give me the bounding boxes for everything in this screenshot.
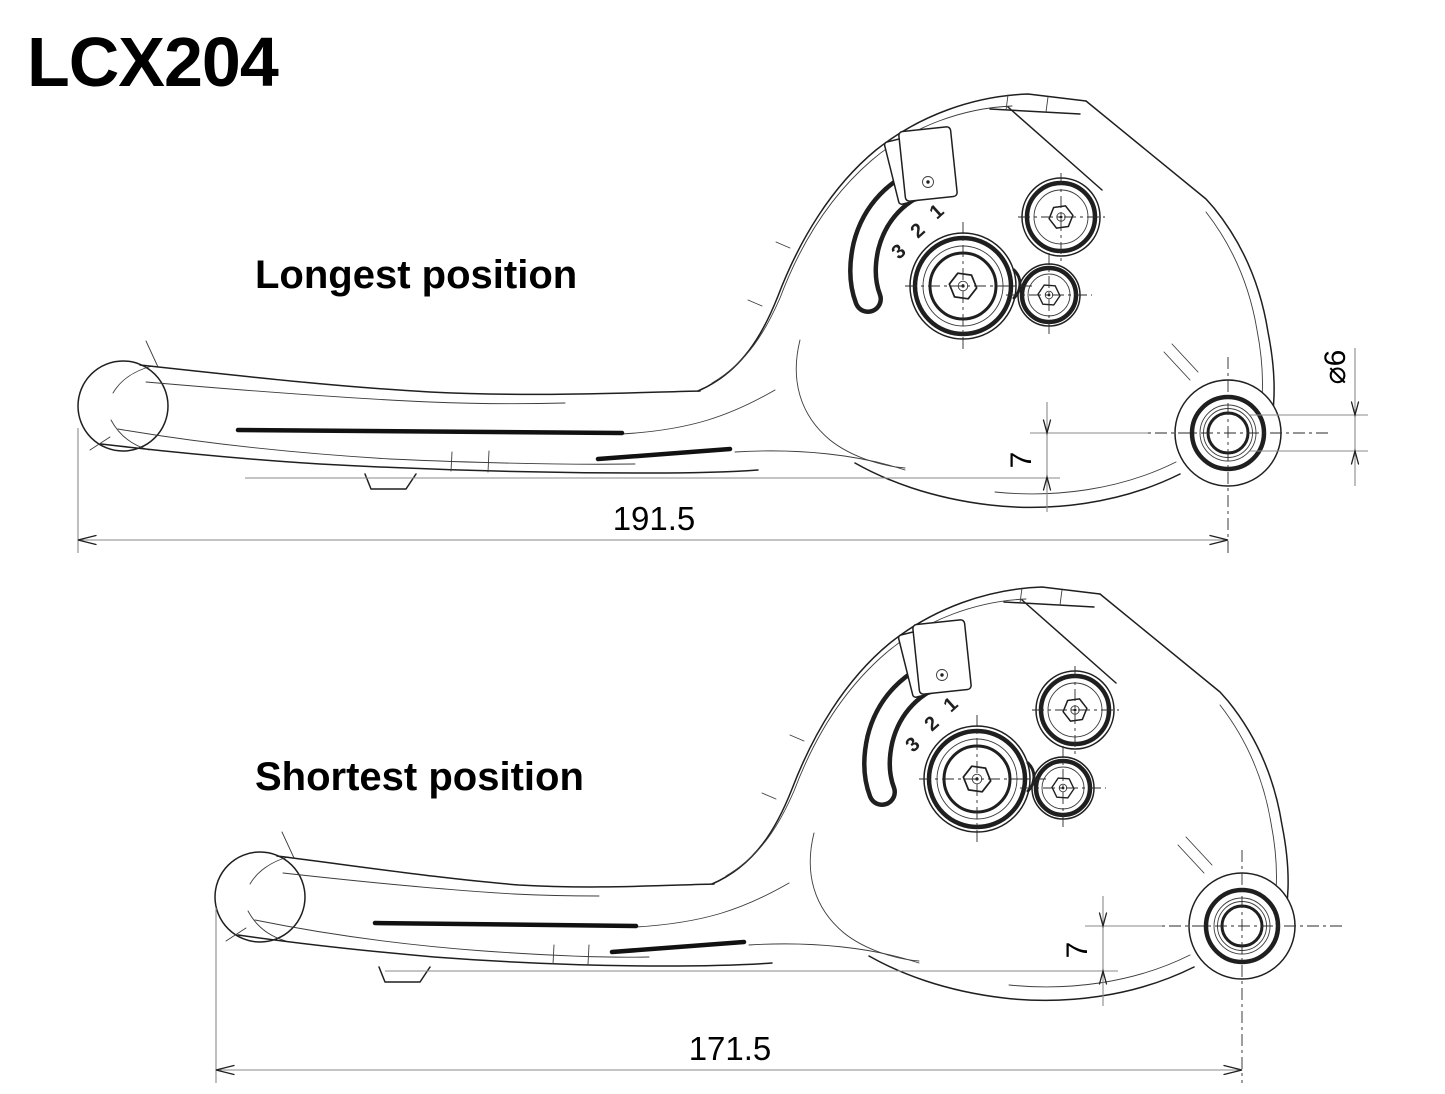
dimension-layer-longest: 191.5 7 ⌀6 — [77, 348, 1368, 553]
dim-blade-drop-shortest: 7 — [1061, 942, 1094, 959]
product-code-title: LCX204 — [27, 23, 279, 101]
dim-bore-diameter: ⌀6 — [1319, 350, 1352, 385]
dim-overall-length-longest: 191.5 — [613, 500, 696, 537]
view-longest-position: Longest position 191.5 7 ⌀6 — [78, 94, 1368, 553]
dim-overall-length-shortest: 171.5 — [689, 1030, 772, 1067]
dimension-layer-shortest: 171.5 7 — [215, 850, 1243, 1083]
view-label-longest: Longest position — [255, 253, 577, 297]
dim-blade-drop-longest: 7 — [1005, 452, 1038, 469]
view-label-shortest: Shortest position — [255, 755, 584, 799]
view-shortest-position: Shortest position 171.5 7 — [215, 587, 1344, 1083]
